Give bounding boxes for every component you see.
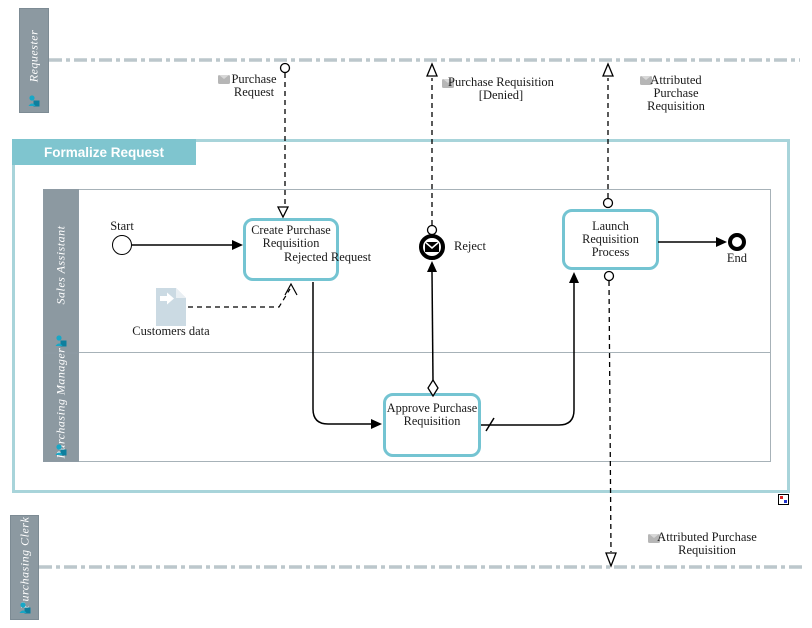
message-envelope-icon (648, 534, 660, 543)
data-object-customers-data[interactable] (155, 287, 187, 327)
person-icon (19, 601, 31, 614)
task-create-purchase-requisition[interactable]: Create Purchase Requisition (243, 218, 339, 281)
flow-label-purchase-requisition-denied: Purchase Requisition [Denied] (448, 75, 554, 102)
flow-label-attributed-purchase-requisition-bottom: Attributed Purchase Requisition (657, 530, 757, 557)
reject-message-event[interactable] (419, 234, 445, 260)
message-envelope-icon (218, 75, 230, 84)
lane-purchasing-manager[interactable]: Purchasing Manager (43, 348, 79, 462)
person-icon (55, 443, 67, 456)
task-launch-requisition-process[interactable]: Launch Requisition Process (562, 209, 659, 270)
reject-event-label: Reject (454, 239, 486, 253)
lane-requester-label: Requester (26, 30, 41, 83)
message-envelope-icon (640, 76, 652, 85)
person-icon (28, 94, 40, 107)
task-create-label: Create Purchase Requisition (251, 223, 331, 250)
lane-requester[interactable]: Requester (19, 8, 49, 113)
message-envelope-icon (442, 79, 454, 88)
flow-label-rejected-request: Rejected Request (284, 250, 372, 264)
lane-sales-assistant[interactable]: Sales Assistant (43, 189, 79, 353)
task-launch-label: Launch Requisition Process (582, 219, 639, 259)
resource-marker-icon[interactable] (778, 494, 789, 505)
task-approve-label: Approve Purchase Requisition (386, 401, 478, 428)
message-envelope-icon (425, 242, 439, 252)
start-event[interactable] (112, 235, 132, 255)
pool-formalize-request[interactable] (12, 139, 790, 493)
pool-title: Formalize Request (43, 144, 165, 160)
end-event-label: End (726, 251, 748, 265)
lane-purchasing-clerk[interactable]: Purchasing Clerk (10, 515, 39, 620)
start-event-label: Start (110, 219, 134, 233)
pool-header-tab[interactable]: Formalize Request (12, 139, 196, 165)
flow-label-purchase-request: Purchase Request (231, 72, 277, 99)
person-icon (55, 334, 67, 347)
end-event[interactable] (728, 233, 746, 251)
lane-divider (43, 352, 771, 353)
lane-purchasing-clerk-label: Purchasing Clerk (17, 517, 31, 610)
data-object-customers-data-label: Customers data (132, 324, 210, 338)
flow-label-attributed-purchase-requisition-top: Attributed Purchase Requisition (647, 73, 705, 113)
lane-sales-assistant-label: Sales Assistant (53, 225, 68, 304)
task-approve-purchase-requisition[interactable]: Approve Purchase Requisition (383, 393, 481, 457)
